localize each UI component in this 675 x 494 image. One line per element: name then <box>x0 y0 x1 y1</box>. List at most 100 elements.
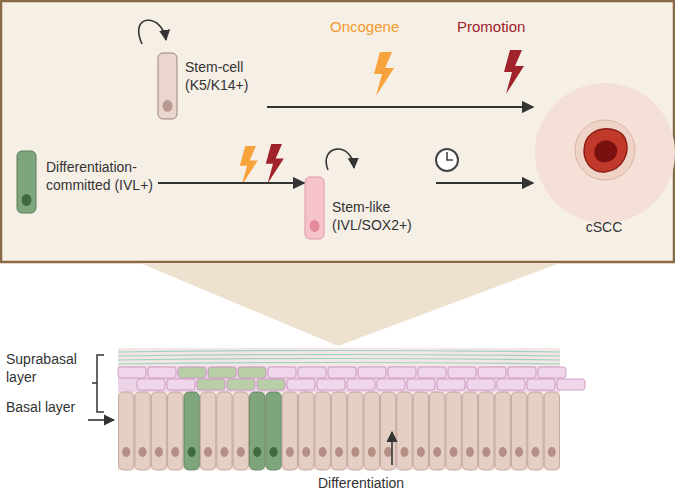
suprabasal-cell <box>298 367 326 378</box>
cell-nucleus <box>450 447 458 457</box>
cell-nucleus <box>482 447 490 457</box>
suprabasal-cell <box>257 379 285 390</box>
lightning-bolt <box>240 146 258 186</box>
annotation-label: Basal layer <box>6 398 82 416</box>
suprabasal-cell <box>178 367 206 378</box>
lightning-bolt <box>504 50 524 94</box>
basal-cell <box>430 392 445 470</box>
basal-cell <box>299 392 314 470</box>
cell-nucleus <box>122 447 130 457</box>
lesion-tumor <box>584 129 627 172</box>
basal-cell <box>119 392 134 470</box>
panel-frame <box>1 1 674 262</box>
basal-cell <box>315 392 330 470</box>
step-label: Oncogene <box>330 18 450 36</box>
suprabasal-cell <box>328 367 356 378</box>
cell-nucleus <box>270 447 278 457</box>
suprabasal-cell <box>238 367 266 378</box>
cell-nucleus <box>22 194 32 206</box>
suprabasal-cell <box>317 379 345 390</box>
cell-body <box>305 177 324 239</box>
cell-nucleus <box>433 447 441 457</box>
cell-nucleus <box>204 447 212 457</box>
cell-nucleus <box>286 447 294 457</box>
suprabasal-cell <box>208 367 236 378</box>
cell-nucleus <box>384 447 392 457</box>
suprabasal-cell <box>347 379 375 390</box>
flow-arrow <box>158 182 304 184</box>
cell-nucleus <box>400 447 408 457</box>
cell-nucleus <box>499 447 507 457</box>
cell-nucleus <box>188 447 196 457</box>
basal-cell <box>364 392 379 470</box>
basal-cell <box>397 392 412 470</box>
cornified-layer <box>118 355 560 357</box>
suprabasal-cell <box>268 367 296 378</box>
suprabasal-cell <box>137 379 165 390</box>
basal-cell <box>331 392 346 470</box>
cell-node: Stem-like (IVL/SOX2+) <box>304 176 436 240</box>
node-label: Differentiation-committed (IVL+) <box>46 158 158 194</box>
tumor-node: cSCC <box>533 78 675 238</box>
basal-cell <box>528 392 543 470</box>
suprabasal-cell <box>377 379 405 390</box>
basal-cell <box>511 392 526 470</box>
basal-cell <box>151 392 166 470</box>
suprabasal-cell <box>197 379 225 390</box>
layer-bracket <box>92 355 104 412</box>
suprabasal-cell <box>418 367 446 378</box>
cell-nucleus <box>515 447 523 457</box>
suprabasal-cell <box>118 367 146 378</box>
flow-arrow <box>436 182 533 184</box>
zoom-wedge <box>140 263 560 346</box>
cell-nucleus <box>155 447 163 457</box>
suprabasal-cell <box>407 379 435 390</box>
lesion-crater <box>594 141 617 163</box>
step-label: Promotion <box>457 18 577 36</box>
basal-cell <box>184 392 199 470</box>
basal-cell <box>233 392 248 470</box>
basal-cell <box>413 392 428 470</box>
cell-nucleus <box>531 447 539 457</box>
basal-cell <box>266 392 281 470</box>
basal-cell <box>446 392 461 470</box>
cell-nucleus <box>253 447 261 457</box>
suprabasal-cell <box>508 367 536 378</box>
epidermis-illustration <box>118 348 585 470</box>
basal-cell <box>544 392 559 470</box>
cell-nucleus <box>351 447 359 457</box>
cell-nucleus <box>237 447 245 457</box>
suprabasal-cell <box>538 367 566 378</box>
node-label: Stem-like (IVL/SOX2+) <box>332 198 436 234</box>
cell-node: Differentiation-committed (IVL+) <box>16 150 158 214</box>
suprabasal-cell <box>478 367 506 378</box>
cell-nucleus <box>417 447 425 457</box>
suprabasal-cell <box>227 379 255 390</box>
suprabasal-cell <box>497 379 525 390</box>
node-label: Stem-cell (K5/K14+) <box>185 58 267 94</box>
basal-cell <box>135 392 150 470</box>
cell-nucleus <box>220 447 228 457</box>
lesion-halo <box>535 83 675 223</box>
basal-cell <box>168 392 183 470</box>
cell-nucleus <box>139 447 147 457</box>
flow-arrow <box>267 106 533 108</box>
differentiation-arrow <box>391 432 393 465</box>
cell-nucleus <box>163 100 173 112</box>
lesion-skin <box>575 120 635 180</box>
cornified-layer <box>118 359 560 361</box>
cornified-layer <box>118 363 560 365</box>
basal-pointer <box>88 419 114 421</box>
basal-cell <box>282 392 297 470</box>
basal-cell <box>479 392 494 470</box>
suprabasal-cell <box>467 379 495 390</box>
cell-nucleus <box>368 447 376 457</box>
suprabasal-cell <box>557 379 585 390</box>
self-renewal-arrow <box>139 20 166 44</box>
cell-nucleus <box>335 447 343 457</box>
self-renewal-arrow <box>326 149 354 170</box>
cell-node: Stem-cell (K5/K14+) <box>157 52 267 120</box>
suprabasal-cell <box>358 367 386 378</box>
